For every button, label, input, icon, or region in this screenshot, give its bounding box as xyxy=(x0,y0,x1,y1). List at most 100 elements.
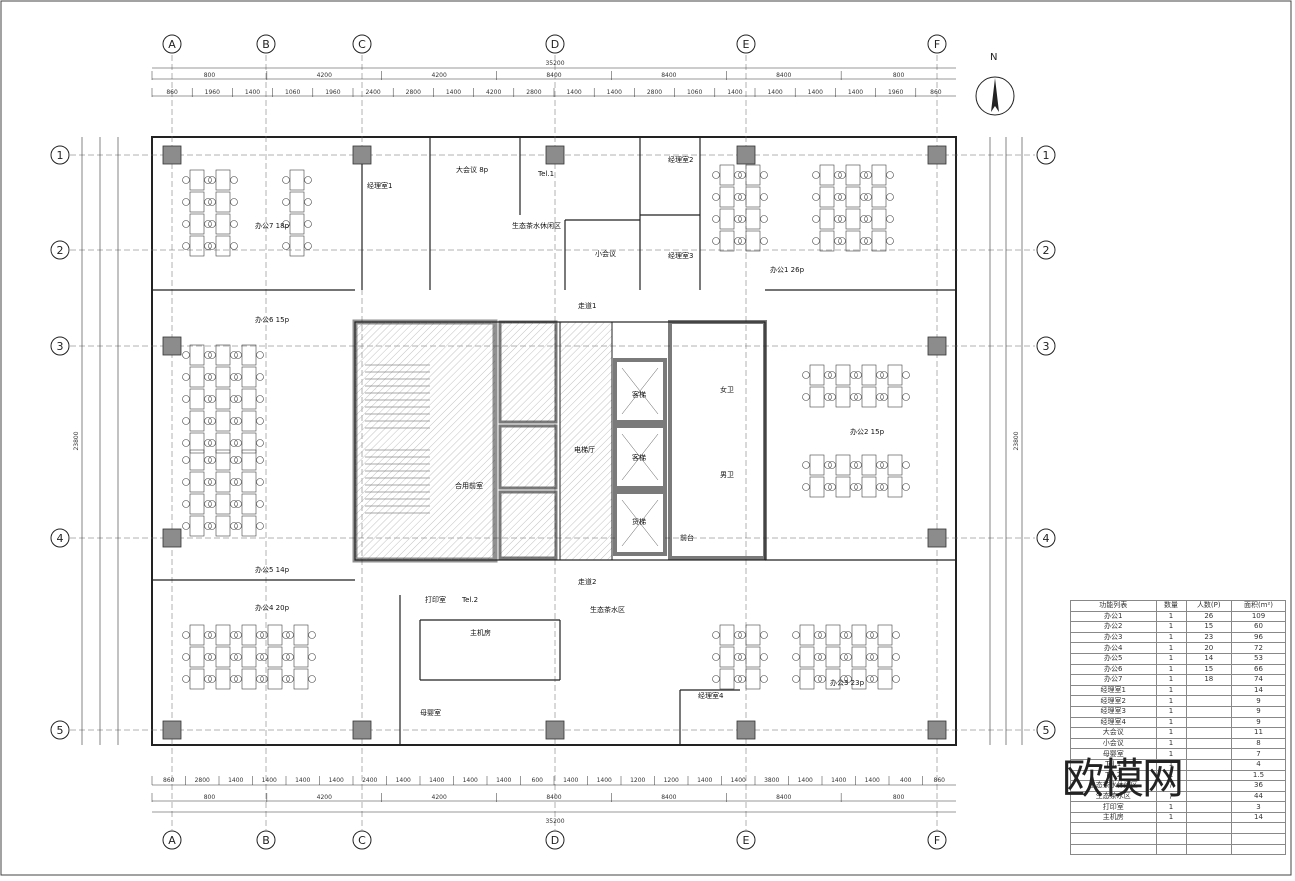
room-label-elevator3: 货梯 xyxy=(632,517,646,526)
room-label-big-meeting: 大会议 8p xyxy=(456,165,489,174)
cell-area: 60 xyxy=(1231,621,1286,633)
cell-area: 4 xyxy=(1231,758,1286,771)
desk-clusters xyxy=(182,164,910,690)
room-label-tel2: Tel.2 xyxy=(461,596,478,604)
table-header-row: 功能列表 数量 人数(P) 面积(m²) xyxy=(1070,600,1286,612)
cell-function: 主机房 xyxy=(1070,811,1157,824)
room-label-tel1: Tel.1 xyxy=(537,170,554,178)
grid-label-right: 5 xyxy=(1043,724,1050,737)
room-label-office6: 办公6 15p xyxy=(255,315,290,324)
dimension-value: 800 xyxy=(893,72,905,79)
room-label-manager4: 经理室4 xyxy=(698,691,724,700)
dimension-value: 600 xyxy=(532,777,544,784)
dimension-lines xyxy=(81,67,1023,813)
dimension-value: 1400 xyxy=(731,777,746,784)
dimension-value: 1400 xyxy=(295,777,310,784)
cell-area: 36 xyxy=(1231,780,1286,792)
cell-function: 经理室3 xyxy=(1070,705,1157,718)
dimension-value: 8400 xyxy=(776,72,791,79)
core-walls xyxy=(352,319,767,563)
cell-function: 办公7 xyxy=(1070,674,1157,686)
cell-people: 26 xyxy=(1185,610,1233,623)
partition-walls xyxy=(152,137,956,745)
cell-area: 1.5 xyxy=(1231,769,1286,782)
overall-width-top: 35200 xyxy=(545,60,564,67)
dimension-value: 800 xyxy=(204,794,216,801)
room-label-office1: 办公1 26p xyxy=(770,265,805,274)
cell-people xyxy=(1185,758,1233,771)
cell-people xyxy=(1185,769,1233,782)
dimension-value: 400 xyxy=(900,777,912,784)
cell-people xyxy=(1185,737,1233,750)
room-label-manager3: 经理室3 xyxy=(668,251,693,260)
cell-area: 3 xyxy=(1231,801,1286,813)
overall-width-bottom: 35200 xyxy=(545,818,564,825)
grid-label-left: 1 xyxy=(57,149,64,162)
dimension-value: 8400 xyxy=(661,72,676,79)
dimension-value: 2400 xyxy=(365,89,380,96)
cell-quantity: 1 xyxy=(1155,663,1187,676)
dimension-value: 1400 xyxy=(597,777,612,784)
room-label-ecowater-rest: 生态茶水休闲区 xyxy=(512,221,561,230)
dimension-value: 860 xyxy=(930,89,942,96)
grid-bubbles-right: 1 2 3 4 5 xyxy=(1036,145,1056,740)
cell-function: 办公5 xyxy=(1070,652,1157,665)
cell-quantity: 1 xyxy=(1155,610,1187,623)
cell-function: 办公2 xyxy=(1070,621,1157,633)
cell-area xyxy=(1231,843,1286,856)
cell-function: 办公6 xyxy=(1070,663,1157,676)
dimension-value: 1060 xyxy=(285,89,300,96)
cell-quantity: 1 xyxy=(1155,716,1187,729)
room-label-corridor1: 走道1 xyxy=(578,301,596,310)
dimension-value: 4200 xyxy=(317,72,332,79)
dimension-value: 1400 xyxy=(463,777,478,784)
dimension-value: 1400 xyxy=(727,89,742,96)
room-label-reception: 前台 xyxy=(680,533,694,542)
cell-area: 9 xyxy=(1231,695,1286,707)
grid-label-right: 2 xyxy=(1043,244,1050,257)
room-label-manager2: 经理室2 xyxy=(668,155,693,164)
table-row xyxy=(1070,822,1286,835)
dimension-value: 3800 xyxy=(764,777,779,784)
dimension-value: 1400 xyxy=(496,777,511,784)
cell-area: 44 xyxy=(1231,790,1286,803)
cell-area: 8 xyxy=(1231,737,1286,750)
cell-area: 11 xyxy=(1231,727,1286,739)
room-label-corridor2: 走道2 xyxy=(578,577,596,586)
dimension-value: 1400 xyxy=(808,89,823,96)
cell-people xyxy=(1185,811,1233,824)
dimension-value: 1960 xyxy=(325,89,340,96)
cell-quantity: 1 xyxy=(1155,674,1187,686)
cell-people xyxy=(1185,801,1233,813)
cell-area: 9 xyxy=(1231,716,1286,729)
dimension-value: 4200 xyxy=(432,794,447,801)
cell-people: 14 xyxy=(1185,652,1233,665)
dimension-value: 2800 xyxy=(406,89,421,96)
grid-bubbles-top: A B C D E F xyxy=(162,34,947,54)
room-label-office3: 办公3 23p xyxy=(830,678,865,687)
room-label-wc-male: 男卫 xyxy=(720,471,734,479)
building-outline xyxy=(151,136,957,746)
grid-label-bottom: C xyxy=(358,834,366,847)
dimension-value: 1400 xyxy=(767,89,782,96)
dimension-value: 860 xyxy=(163,777,175,784)
room-label-small-meeting: 小会议 xyxy=(595,249,616,258)
grid-label-left: 4 xyxy=(57,532,64,545)
dimension-value: 1200 xyxy=(664,777,679,784)
cell-function: 经理室1 xyxy=(1070,684,1157,697)
cell-function: 经理室2 xyxy=(1070,695,1157,707)
overall-height-right: 23800 xyxy=(1013,431,1020,450)
grid-label-bottom: D xyxy=(551,834,559,847)
